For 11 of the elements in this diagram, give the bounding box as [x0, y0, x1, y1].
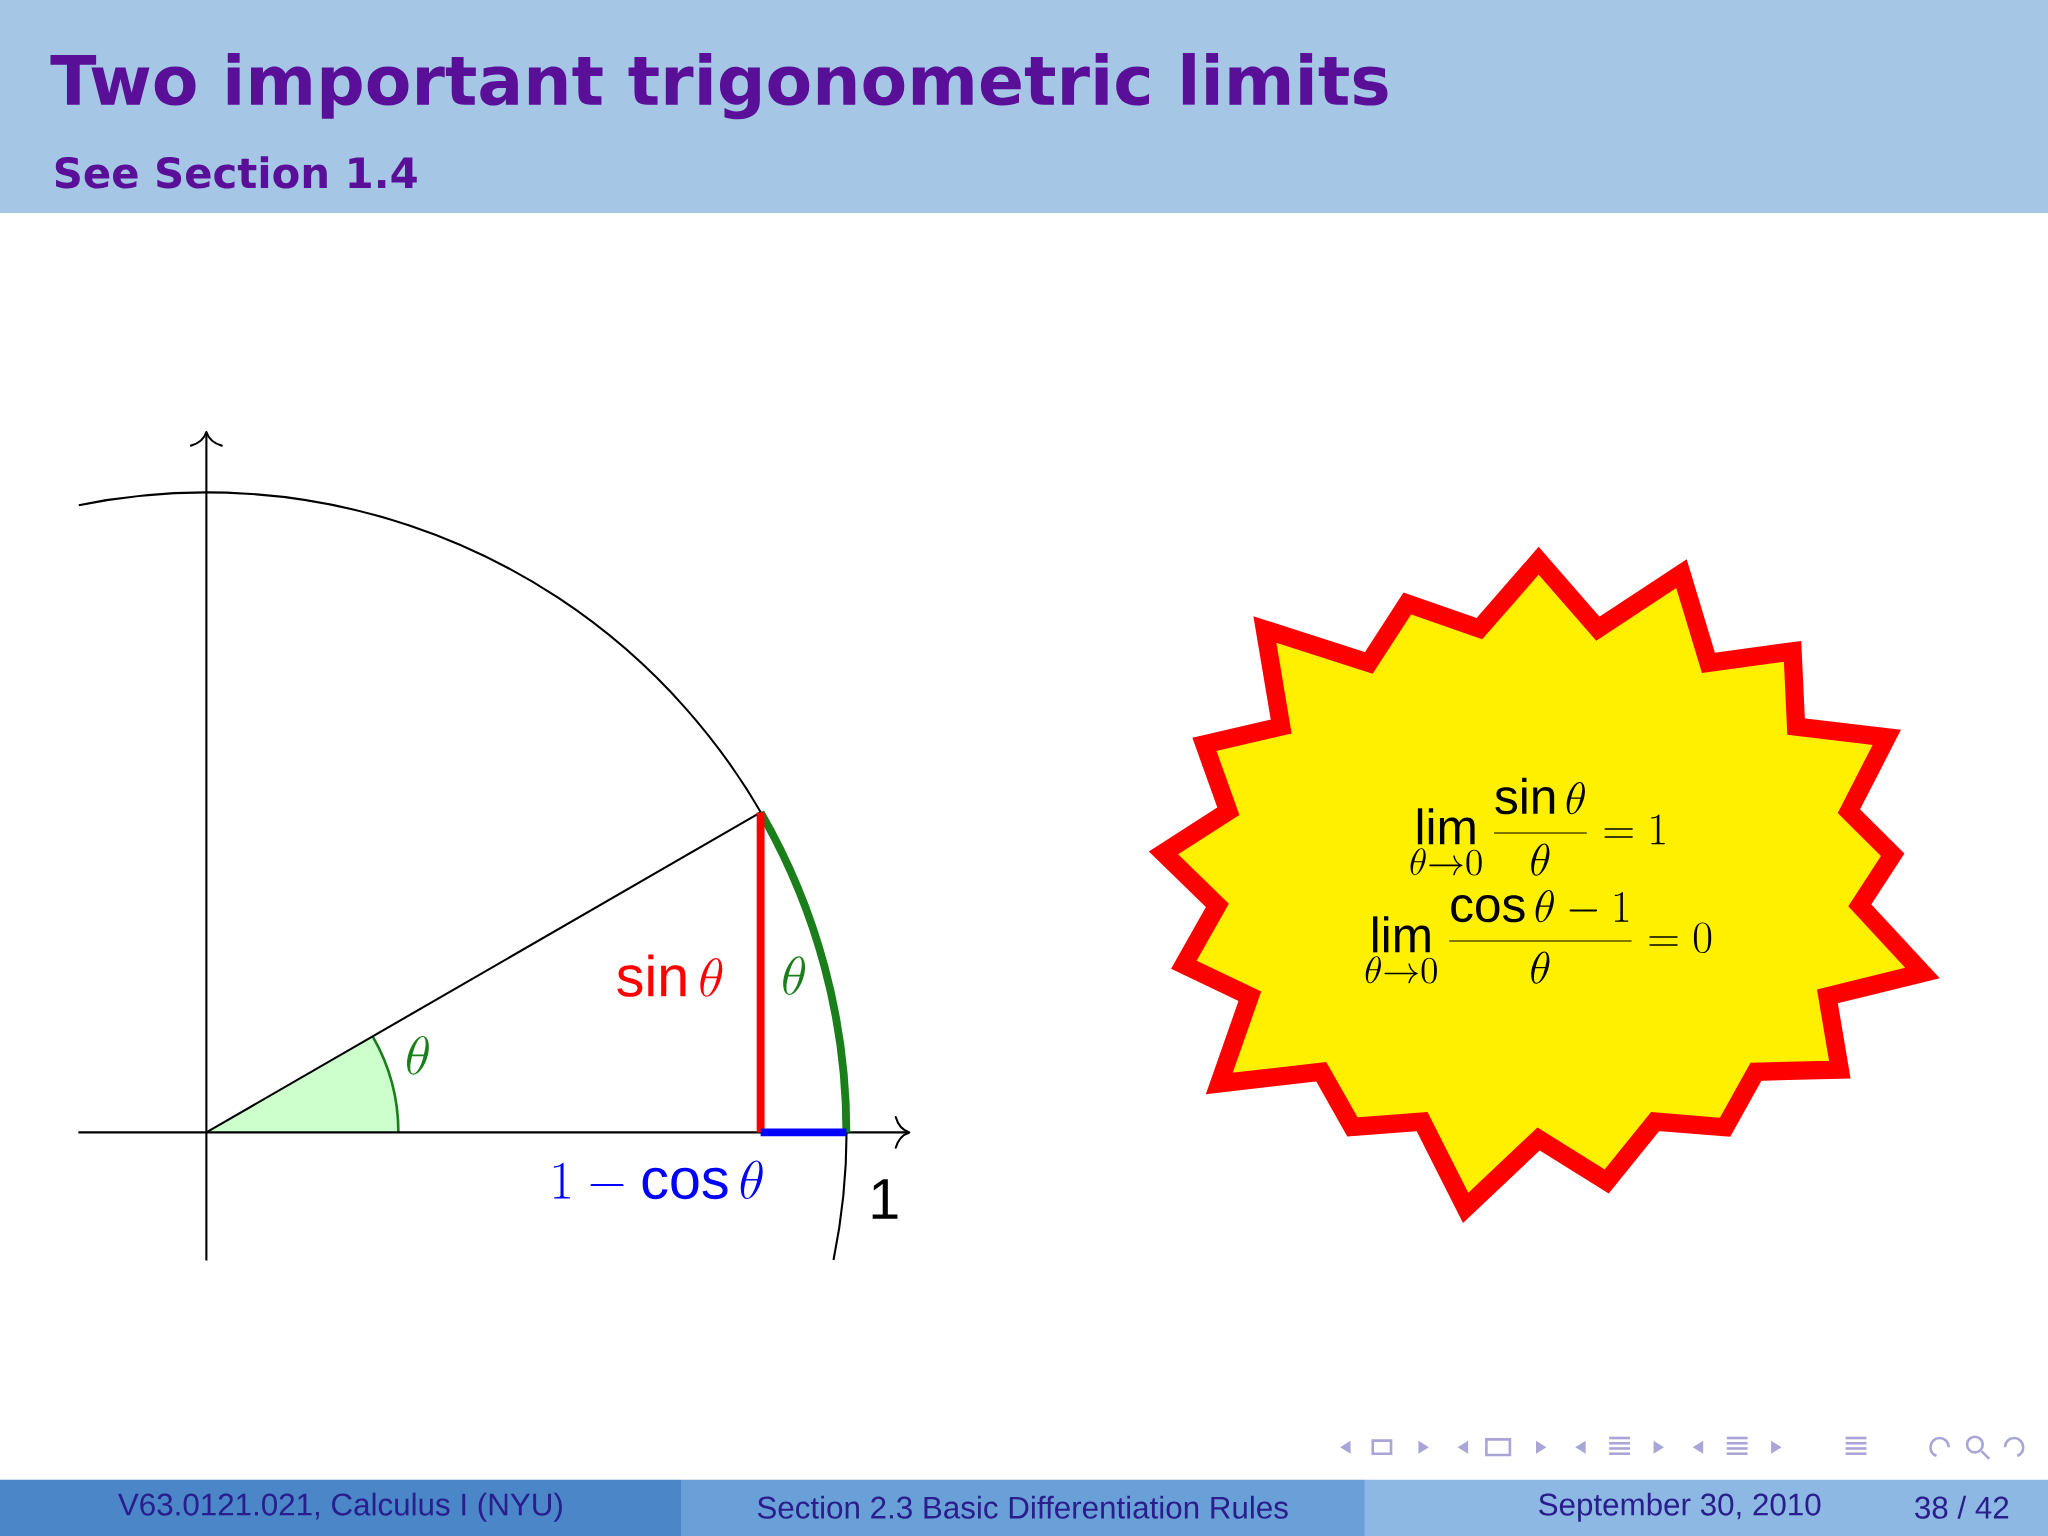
- footer-text: V63.0121.021, Calculus I (NYU): [118, 1492, 562, 1522]
- radius-label: 1: [872, 1179, 898, 1219]
- angle-label: $\theta$: [407, 1036, 429, 1075]
- segment-label: $1-\cos\theta$: [553, 1160, 763, 1200]
- slide-title: Two important trigonometric limits: [50, 53, 1388, 120]
- page-number: 38 / 42: [1915, 1495, 2009, 1519]
- segment-label: $\sin\theta$: [617, 954, 723, 997]
- arc-label: $\theta$: [783, 956, 806, 995]
- footer-text: Section 2.3 Basic Differentiation Rules: [757, 1495, 1288, 1519]
- subtitle: See Section 1.4: [55, 156, 417, 189]
- footer-text: September 30, 2010: [1539, 1492, 1821, 1522]
